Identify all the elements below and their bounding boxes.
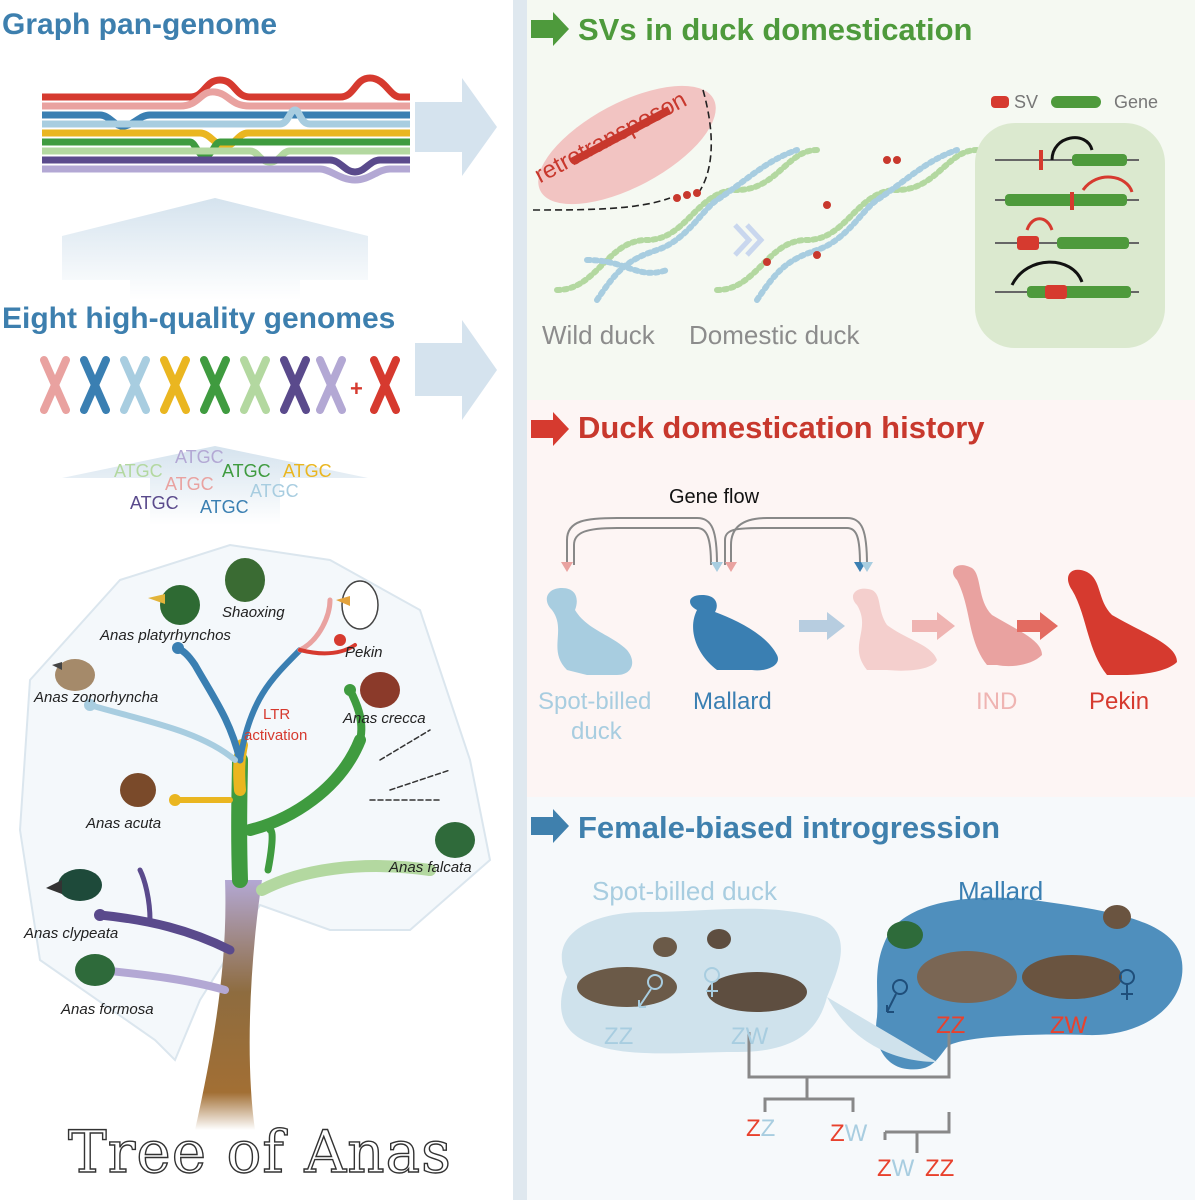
mallard-female-genotype: ZW (1050, 1012, 1088, 1039)
history-title: Duck domestication history (578, 410, 985, 445)
up-arrow-large (62, 198, 368, 300)
wild-duck-label: Wild duck (542, 320, 655, 350)
spotbilled-female-genotype: ZW (731, 1023, 769, 1050)
atgc-label: ATGC (222, 461, 271, 481)
history-graphics (531, 412, 1177, 675)
arrow-icon (531, 412, 569, 446)
pekin-label: Pekin (1089, 688, 1150, 715)
panel-divider (513, 0, 527, 1200)
domestic-duck-label: Domestic duck (689, 320, 860, 350)
spotbilled-intro-label: Spot-billed duck (592, 876, 777, 906)
arrow-icon (531, 12, 569, 46)
pangenome-graph (42, 74, 410, 184)
species-platyrhynchos: Anas platyrhynchos (100, 627, 231, 644)
species-shaoxing: Shaoxing (222, 604, 285, 621)
tree-branches (87, 597, 451, 994)
atgc-label: ATGC (175, 447, 224, 467)
tree-trunk (195, 880, 262, 1130)
spotbilled-label-line2: duck (571, 718, 622, 745)
offspring-zw: ZW (830, 1120, 868, 1147)
spotbilled-label-line1: Spot-billed (538, 688, 652, 715)
duck-head-icons (46, 558, 475, 986)
arrow-icon (531, 809, 569, 843)
ltr-label-line2: activation (244, 727, 308, 744)
ind-label: IND (976, 688, 1018, 715)
left-graphics (18, 74, 497, 1130)
sv-graphics (531, 12, 1165, 348)
spotbilled-male-genotype: ZZ (604, 1023, 634, 1050)
backcross-zw: ZW (877, 1155, 915, 1182)
species-falcata: Anas falcata (389, 859, 472, 876)
genomes-title: Eight high-quality genomes (2, 302, 396, 335)
arrow-to-sv (415, 78, 497, 176)
species-formosa: Anas formosa (61, 1001, 154, 1018)
backcross-zz: ZZ (925, 1155, 955, 1182)
legend-sv-label: SV (1014, 92, 1039, 112)
ltr-label-line1: LTR (263, 706, 291, 723)
atgc-label: ATGC (130, 493, 179, 513)
plus-sign: + (350, 376, 363, 401)
duck-silhouettes (546, 565, 1177, 675)
chromosomes (40, 356, 400, 414)
tree-title: Tree of Anas (67, 1117, 452, 1186)
introgression-graphics (531, 809, 1183, 1153)
up-arrow-small (62, 446, 368, 525)
offspring-zz: ZZ (746, 1115, 776, 1142)
atgc-label: ATGC (200, 497, 249, 517)
pangenome-title: Graph pan-genome (2, 8, 278, 41)
atgc-label: ATGC (283, 461, 332, 481)
gene-flow-label: Gene flow (669, 486, 760, 508)
sv-title: SVs in duck domestication (578, 12, 973, 47)
mallard-intro-label: Mallard (958, 876, 1044, 906)
legend-gene-label: Gene (1114, 92, 1159, 112)
introgression-title: Female-biased introgression (578, 810, 1001, 845)
atgc-label: ATGC (250, 481, 299, 501)
mallard-male-genotype: ZZ (936, 1012, 966, 1039)
atgc-label: ATGC (165, 474, 214, 494)
mallard-label: Mallard (693, 688, 772, 715)
species-crecca: Anas crecca (343, 710, 426, 727)
species-acuta: Anas acuta (86, 815, 162, 832)
species-pekin: Pekin (345, 644, 383, 661)
atgc-label: ATGC (114, 461, 163, 481)
species-clypeata: Anas clypeata (24, 925, 119, 942)
species-zonorhyncha: Anas zonorhyncha (34, 689, 159, 706)
arrow-to-history (415, 320, 497, 420)
